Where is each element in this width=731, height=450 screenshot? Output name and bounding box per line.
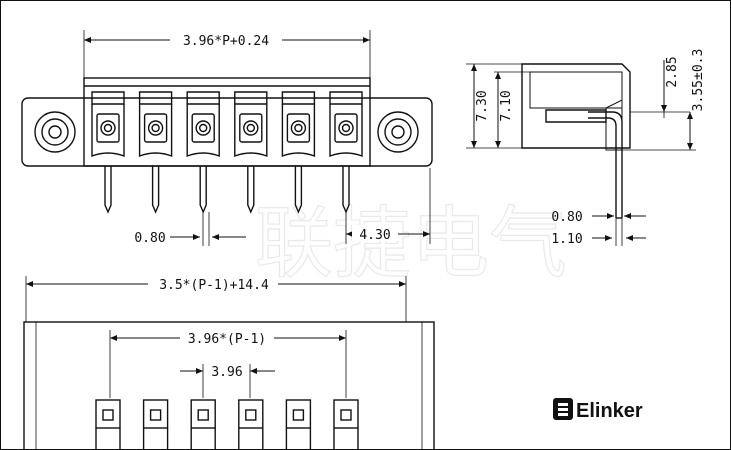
terminal-cell — [138, 91, 173, 158]
terminal-cell — [329, 91, 363, 158]
bottom-view — [23, 321, 435, 450]
elinker-logo-icon — [553, 398, 573, 420]
pin — [151, 166, 160, 214]
dim-pin-width: 0.80 — [134, 212, 246, 246]
terminal-screw — [195, 120, 211, 136]
pin — [294, 166, 303, 214]
terminal-screw — [147, 120, 164, 136]
pin — [104, 166, 112, 214]
dim-overall-width: 3.96*P+0.24 — [83, 30, 371, 80]
connector-body — [83, 77, 371, 167]
bottom-body — [23, 321, 435, 450]
terminal-screw — [338, 120, 354, 136]
pin-spacing-label: 1.10 — [551, 232, 582, 247]
overall-length-label: 3.5*(P-1)+14.4 — [159, 278, 269, 293]
pin-height-label: 3.55±0.3 — [691, 49, 706, 112]
mount-screw-left — [34, 111, 76, 153]
brand-name: Elinker — [576, 400, 643, 422]
side-dimensions — [466, 60, 696, 246]
pitch-label: 3.96 — [211, 365, 242, 380]
body-height-label: 7.10 — [499, 90, 514, 121]
terminal-cell — [234, 91, 268, 158]
dim-pitch — [180, 364, 275, 398]
span-label: 3.96*(P-1) — [188, 332, 266, 347]
overall-width-label: 3.96*P+0.24 — [183, 34, 269, 49]
bottom-cell — [285, 399, 312, 450]
flange-offset-label: 4.30 — [359, 228, 390, 243]
terminal-cell — [281, 91, 316, 158]
bottom-cell — [333, 399, 359, 450]
bottom-cell — [95, 399, 121, 450]
mount-screw-right — [377, 111, 419, 153]
brand-logo: Elinker — [553, 398, 643, 422]
pin-width-label: 0.80 — [134, 231, 165, 246]
side-body — [521, 63, 631, 149]
pin — [199, 166, 207, 214]
total-height-label: 7.30 — [475, 90, 490, 121]
dim-flange-offset: 4.30 — [345, 168, 431, 244]
terminal-cell — [186, 91, 220, 158]
side-view — [521, 63, 631, 219]
terminal-cell — [91, 91, 125, 158]
terminal-screw — [290, 120, 307, 136]
bottom-cell — [238, 399, 264, 450]
bottom-cell — [142, 399, 169, 450]
watermark-text: 联捷电气 — [255, 199, 567, 289]
bottom-cell — [190, 399, 216, 450]
pin — [247, 166, 255, 214]
top-view — [21, 77, 433, 214]
terminal-screw — [100, 120, 116, 136]
terminal-screw — [243, 120, 259, 136]
top-offset-label: 2.85 — [665, 56, 680, 87]
pin-thickness-label: 0.80 — [551, 210, 582, 225]
